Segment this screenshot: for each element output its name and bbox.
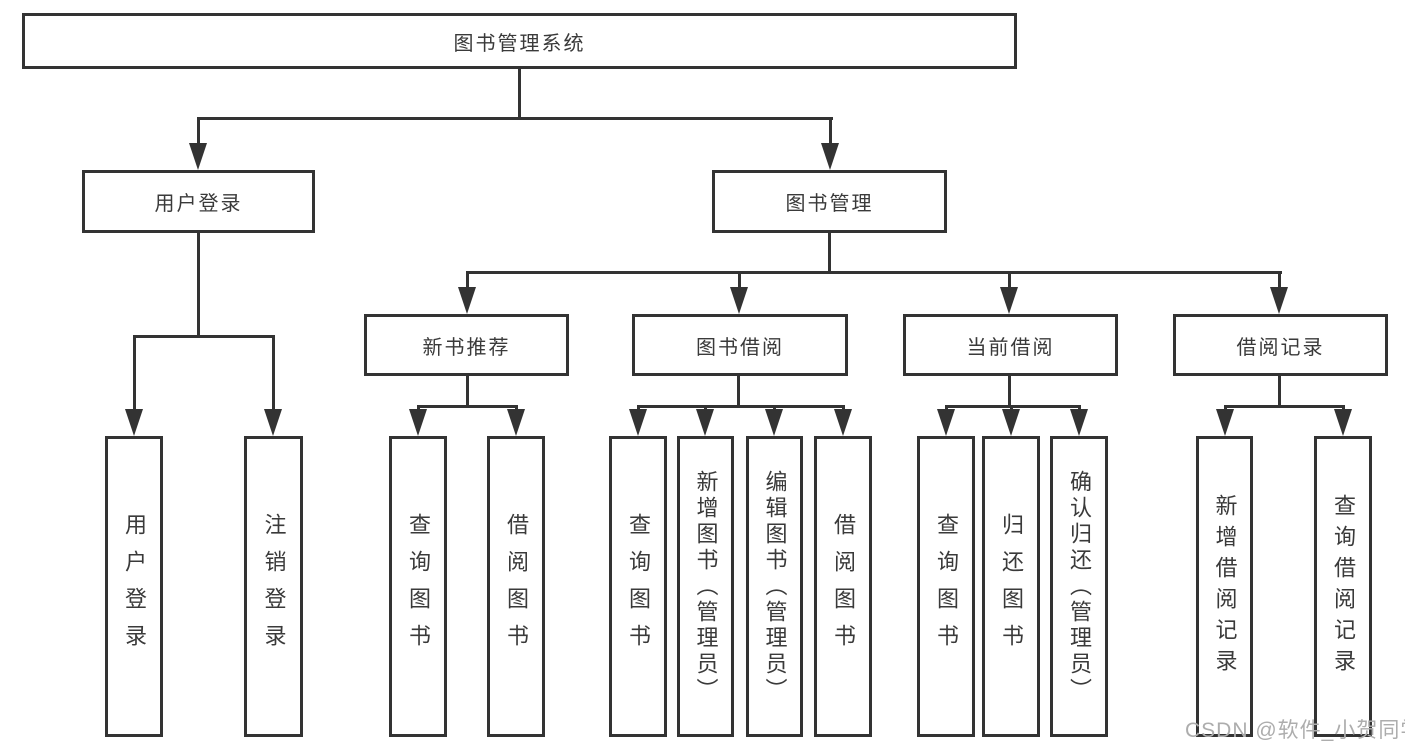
arrowhead-A0-icon xyxy=(409,409,427,436)
node-user-login: 用户登录 xyxy=(82,170,315,233)
leaf-query-borrow-record: 查询借阅记录 xyxy=(1314,436,1372,737)
connector-drop-borrow-records xyxy=(1278,271,1281,291)
connector-groupD-bar xyxy=(1224,405,1345,408)
arrowhead-new-books-icon xyxy=(458,287,476,314)
leaf-return-books: 归还图书 xyxy=(982,436,1040,737)
leaf-label: 查询图书 xyxy=(934,512,959,661)
node-label: 借阅记录 xyxy=(1236,336,1325,359)
connector-management-stem xyxy=(828,233,831,274)
leaf-add-books-admin: 新增图书（管理员） xyxy=(677,436,734,737)
leaf-borrow-books: 借阅图书 xyxy=(814,436,872,737)
arrowhead-book-borrow-icon xyxy=(730,287,748,314)
connector-login-stem xyxy=(197,233,200,337)
leaf-label: 借阅图书 xyxy=(504,512,529,661)
leaf-label: 归还图书 xyxy=(999,512,1024,661)
leaf-query-books-borrow: 查询图书 xyxy=(609,436,667,737)
arrowhead-current-borrow-icon xyxy=(1000,287,1018,314)
leaf-label: 借阅图书 xyxy=(831,512,856,661)
leaf-borrow-books-recommend: 借阅图书 xyxy=(487,436,545,737)
leaf-label: 查询图书 xyxy=(626,512,651,661)
node-new-book-recommend: 新书推荐 xyxy=(364,314,569,376)
arrowhead-C0-icon xyxy=(937,409,955,436)
node-label: 图书管理 xyxy=(785,193,874,215)
node-label: 图书借阅 xyxy=(696,336,784,359)
arrowhead-borrow-records-icon xyxy=(1270,287,1288,314)
node-library-management-system: 图书管理系统 xyxy=(22,13,1017,69)
arrowhead-B0-icon xyxy=(629,409,647,436)
leaf-label: 确认归还（管理员） xyxy=(1067,469,1092,704)
connector-drop-logout-leaf xyxy=(272,335,275,413)
node-label: 新书推荐 xyxy=(422,336,511,359)
connector-root-bar xyxy=(197,117,833,120)
arrowhead-login-leaf-icon xyxy=(125,409,143,436)
node-book-borrowing: 图书借阅 xyxy=(632,314,848,376)
connector-management-bar xyxy=(466,271,1282,274)
connector-drop-user-login xyxy=(197,117,200,147)
arrowhead-logout-leaf-icon xyxy=(264,409,282,436)
leaf-label: 编辑图书（管理员） xyxy=(762,469,788,704)
node-current-borrowing: 当前借阅 xyxy=(903,314,1118,376)
arrowhead-B3-icon xyxy=(834,409,852,436)
arrowhead-user-login-icon xyxy=(189,143,207,170)
leaf-confirm-return-admin: 确认归还（管理员） xyxy=(1050,436,1108,737)
arrowhead-book-management-icon xyxy=(821,143,839,170)
leaf-logout: 注销登录 xyxy=(244,436,303,737)
node-borrowing-records: 借阅记录 xyxy=(1173,314,1388,376)
connector-drop-current-borrow xyxy=(1008,271,1011,291)
leaf-label: 查询借阅记录 xyxy=(1331,493,1356,680)
node-label: 用户登录 xyxy=(154,193,243,215)
connector-login-bar xyxy=(133,335,275,338)
connector-drop-login-leaf xyxy=(133,335,136,413)
arrowhead-B2-icon xyxy=(765,409,783,436)
arrowhead-A1-icon xyxy=(507,409,525,436)
connector-groupC-bar xyxy=(945,405,1081,408)
arrowhead-D0-icon xyxy=(1216,409,1234,436)
arrowhead-C1-icon xyxy=(1002,409,1020,436)
connector-drop-new-books xyxy=(466,271,469,291)
csdn-watermark: CSDN @软件_小贺同学 xyxy=(1185,719,1405,742)
leaf-label: 用户登录 xyxy=(122,512,147,661)
node-book-management: 图书管理 xyxy=(712,170,947,233)
leaf-edit-books-admin: 编辑图书（管理员） xyxy=(746,436,803,737)
connector-groupC-stem xyxy=(1008,376,1011,407)
node-label: 图书管理系统 xyxy=(453,32,586,55)
leaf-label: 查询图书 xyxy=(406,512,431,661)
leaf-label: 新增图书（管理员） xyxy=(693,469,719,704)
leaf-label: 新增借阅记录 xyxy=(1212,493,1238,680)
leaf-add-borrow-record: 新增借阅记录 xyxy=(1196,436,1253,737)
connector-root-stem xyxy=(518,68,521,119)
node-label: 当前借阅 xyxy=(966,336,1055,359)
leaf-query-books-recommend: 查询图书 xyxy=(389,436,447,737)
connector-groupD-stem xyxy=(1278,376,1281,407)
connector-drop-book-borrow xyxy=(738,271,741,291)
connector-groupA-bar xyxy=(417,405,518,408)
leaf-user-login: 用户登录 xyxy=(105,436,163,737)
connector-groupB-bar xyxy=(637,405,845,408)
connector-groupA-stem xyxy=(466,376,469,407)
arrowhead-C2-icon xyxy=(1070,409,1088,436)
arrowhead-B1-icon xyxy=(696,409,714,436)
leaf-label: 注销登录 xyxy=(261,512,287,661)
leaf-query-books-current: 查询图书 xyxy=(917,436,975,737)
connector-drop-book-management xyxy=(829,117,832,147)
arrowhead-D1-icon xyxy=(1334,409,1352,436)
connector-groupB-stem xyxy=(737,376,740,407)
